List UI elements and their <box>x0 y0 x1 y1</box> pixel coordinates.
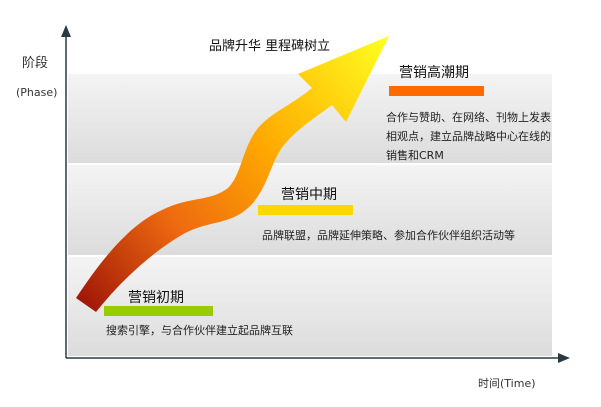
y-axis-label: 阶段 <box>22 56 49 71</box>
stage-early-title: 营销初期 <box>128 290 184 306</box>
stage-mid-bar <box>258 205 353 215</box>
y-axis-sublabel: (Phase) <box>16 86 58 99</box>
y-axis-arrowhead <box>61 25 71 37</box>
stage-peak-desc: 合作与赞助、在网络、刊物上发表相观点，建立品牌战略中心在线的销售和CRM <box>386 111 551 162</box>
x-axis-label: 时间(Time) <box>478 377 536 390</box>
stage-peak-title: 营销高潮期 <box>399 65 469 81</box>
diagram-title: 品牌升华 里程碑树立 <box>209 39 331 54</box>
growth-arrow-icon <box>76 36 389 312</box>
x-axis-arrowhead <box>558 353 570 363</box>
stage-early-bar <box>104 306 213 316</box>
stage-mid-desc: 品牌联盟，品牌延伸策略、参加合作伙伴组织活动等 <box>262 229 515 242</box>
stage-mid-title: 营销中期 <box>281 187 337 203</box>
stage-peak-bar <box>389 86 484 96</box>
stage-early-desc: 搜索引擎，与合作伙伴建立起品牌互联 <box>106 324 293 337</box>
